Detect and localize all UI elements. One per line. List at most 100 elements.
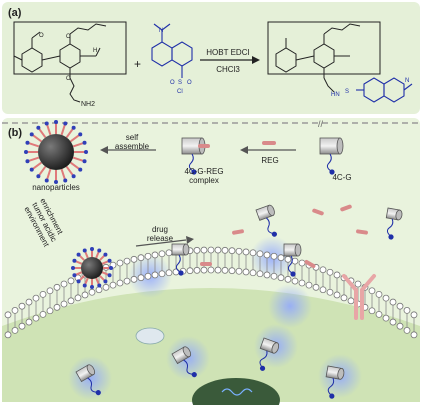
host-complex-dansyl	[191, 169, 197, 175]
lipid-head-inner	[270, 272, 278, 280]
lipid-head-inner	[186, 267, 194, 275]
nanoparticle-spike-tip	[71, 174, 76, 179]
nanoparticle-spike	[65, 127, 75, 139]
lipid-head-inner	[60, 300, 68, 308]
nanoparticle-spike-tip	[82, 159, 87, 164]
dansyl-o-label-1: O	[170, 80, 175, 86]
lipid-head-outer	[256, 250, 264, 258]
host-inside-1	[171, 346, 197, 378]
nanoparticle-spike-tip	[24, 150, 28, 154]
pillar-h-label: H	[93, 48, 97, 54]
nanoparticle-small-spike-tip	[90, 285, 94, 289]
lipid-head-outer	[144, 252, 152, 260]
self-assemble-arrow-head	[100, 146, 108, 154]
lipid-head-outer	[368, 287, 376, 295]
lipid-head-outer	[18, 302, 26, 310]
lipid-head-inner	[81, 291, 89, 299]
lipid-head-outer	[53, 283, 61, 291]
lipid-head-outer	[354, 280, 362, 288]
lipid-head-inner	[221, 266, 229, 274]
host-inside-3-tether	[87, 377, 97, 393]
pillar-o-label-2: O	[66, 34, 71, 40]
reg-drug-fragment	[356, 229, 368, 235]
lipid-head-outer	[158, 250, 166, 258]
lipid-head-outer	[207, 246, 215, 254]
lipid-head-outer	[242, 248, 250, 256]
nanoparticle-spike-tip	[36, 125, 41, 130]
lipid-head-outer	[270, 252, 278, 260]
lipid-head-outer	[277, 254, 285, 262]
lipid-head-inner	[235, 267, 243, 275]
lipid-head-inner	[347, 297, 355, 305]
nanoparticle-spike-tip	[29, 132, 34, 137]
panel-a-background	[2, 2, 420, 114]
nanoparticle-spike-tip	[25, 159, 30, 164]
reg-drug-fragment	[340, 204, 352, 212]
nanoparticle-spike	[27, 156, 40, 163]
dansyl-s-label: S	[178, 80, 182, 86]
mitochondrion-icon	[135, 327, 165, 345]
lipid-head-inner	[88, 288, 96, 296]
host-at-membrane-dansyl	[290, 271, 296, 277]
lipid-head-outer	[4, 311, 12, 319]
nanoparticle-spike-tip	[82, 140, 87, 145]
lipid-head-outer	[389, 298, 397, 306]
lipid-head-outer	[403, 307, 411, 314]
lipid-head-inner	[67, 297, 75, 305]
host-released-3	[385, 207, 403, 240]
lipid-head-inner	[18, 322, 26, 330]
lipid-head-inner	[291, 277, 299, 285]
product-dansyl-group	[356, 77, 413, 103]
fluorescence-glow	[166, 336, 210, 380]
lipid-head-outer	[333, 271, 341, 279]
lipid-head-outer	[25, 298, 33, 306]
lipid-head-inner	[109, 281, 117, 289]
drug-release-arrow	[135, 239, 187, 247]
nanoparticle-spike	[65, 165, 75, 177]
host-at-membrane-tether	[287, 255, 293, 274]
nanoparticle-spike-tip	[54, 180, 58, 184]
lipid-head-inner	[368, 307, 376, 315]
nanoparticle-small-core	[81, 257, 103, 279]
lipid-head-inner	[207, 266, 215, 274]
nanoparticle-small-spike-tip	[109, 266, 113, 270]
nanoparticle-small-spike-tip	[103, 279, 108, 284]
dansyl-pillararene-product-structure	[267, 21, 381, 93]
pillar-o-label-3: O	[66, 76, 71, 82]
lipid-head-outer	[123, 257, 131, 265]
host-released-1-tether	[266, 217, 274, 235]
nanoparticle-spike-tip	[71, 125, 76, 130]
host-inside-3	[75, 364, 101, 396]
host-released-1-dansyl	[271, 231, 277, 237]
host-inside-2-tether	[259, 350, 268, 368]
host-released-3-dansyl	[388, 234, 394, 240]
lipid-head-inner	[284, 275, 292, 283]
reg-drug-over-arrow	[262, 141, 276, 145]
lipid-head-outer	[193, 246, 201, 254]
lipid-head-inner	[249, 269, 257, 277]
product-hn-label: HN	[331, 92, 340, 98]
lipid-head-inner	[305, 281, 313, 289]
nanoparticle-spike	[27, 141, 40, 148]
host-inside-1-dansyl	[191, 372, 197, 378]
lipid-head-inner	[46, 307, 54, 315]
nanoparticle-spike-tip	[63, 178, 68, 183]
nanoparticle-spike-tip	[44, 178, 49, 183]
lipid-head-outer	[284, 255, 292, 263]
amine-label: NH2	[81, 101, 95, 108]
lipid-head-inner	[256, 270, 264, 278]
lipid-head-inner	[214, 266, 222, 274]
lipid-head-inner	[382, 314, 390, 322]
nanoparticle-spike-tip	[36, 174, 41, 179]
lipid-head-outer	[410, 311, 418, 319]
lipid-head-inner	[25, 318, 33, 326]
pillar-o-label-1: O	[39, 33, 44, 39]
reg-drug-fragment	[312, 208, 324, 216]
lipid-head-outer	[291, 257, 299, 265]
break-mark: //	[318, 119, 324, 129]
host-label: 4C-G	[332, 173, 351, 182]
dansyl-o-label-2: O	[187, 80, 192, 86]
host-inside-1-tether	[183, 359, 193, 375]
